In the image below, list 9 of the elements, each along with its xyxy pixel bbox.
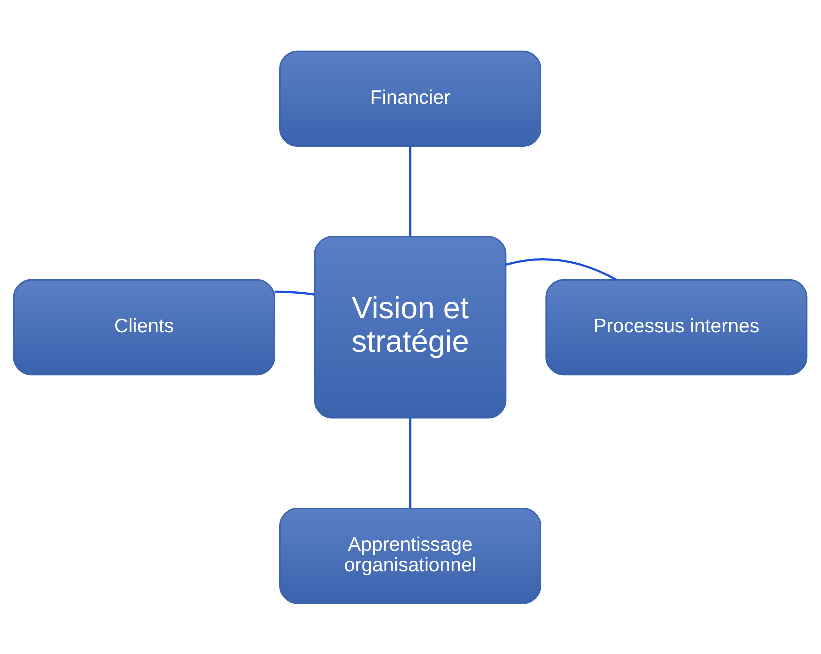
connector xyxy=(506,258,618,281)
node-box: Clients xyxy=(13,278,276,376)
node-box: Apprentissage organisationnel xyxy=(280,507,542,604)
connector xyxy=(409,146,412,236)
connector xyxy=(409,418,412,508)
node-box: Processus internes xyxy=(546,278,808,376)
node-box: Vision et stratégie xyxy=(314,236,507,418)
node-box: Financier xyxy=(280,50,542,147)
connector xyxy=(274,290,315,296)
